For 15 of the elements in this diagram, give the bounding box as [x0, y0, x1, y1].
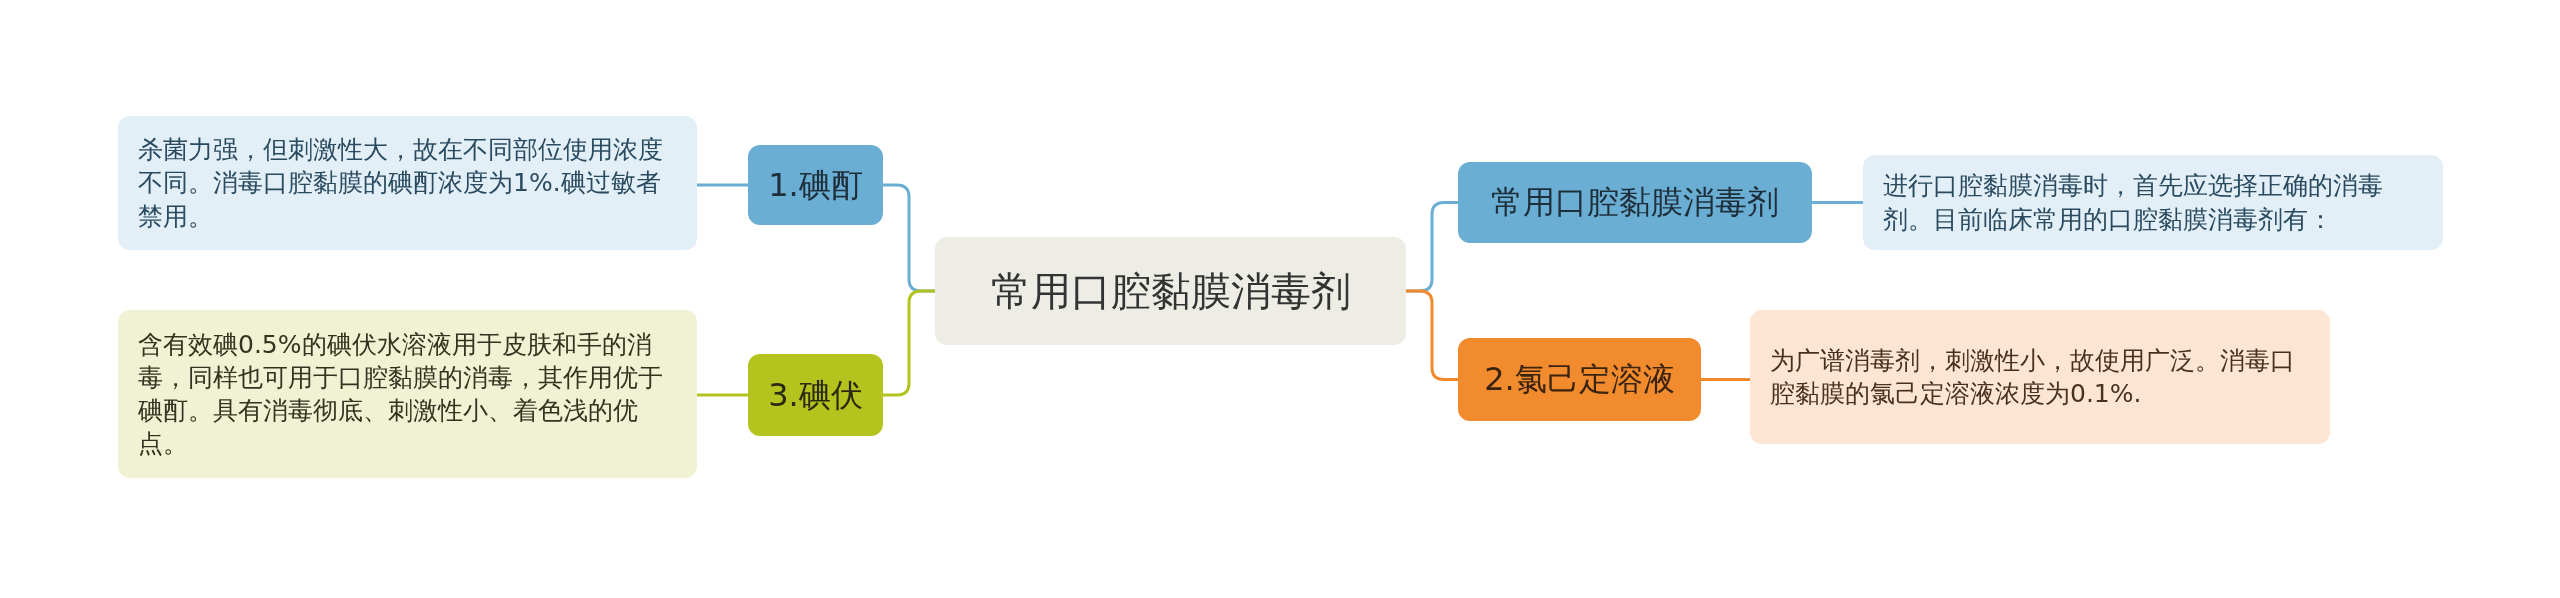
note-box: 为广谱消毒剂，刺激性小，故使用广泛。消毒口腔黏膜的氯己定溶液浓度为0.1%.: [1750, 310, 2330, 444]
connector-line: [1812, 201, 1863, 204]
connector-line: [1406, 289, 1458, 381]
connector-line: [697, 183, 748, 187]
connector-line: [697, 393, 748, 397]
note-box: 进行口腔黏膜消毒时，首先应选择正确的消毒剂。目前临床常用的口腔黏膜消毒剂有：: [1863, 155, 2443, 250]
connector-line: [883, 289, 935, 397]
central-topic-box: 常用口腔黏膜消毒剂: [935, 237, 1406, 345]
connector-line: [1701, 378, 1750, 381]
branch-topic-box: 3.碘伏: [748, 354, 883, 436]
branch-topic-box: 2.氯己定溶液: [1458, 338, 1701, 421]
branch-topic-box: 1.碘酊: [748, 145, 883, 225]
note-box: 含有效碘0.5%的碘伏水溶液用于皮肤和手的消毒，同样也可用于口腔黏膜的消毒，其作用优于碘酊。具有消毒彻底、刺激性小、着色浅的优点。: [118, 310, 697, 478]
note-box: 杀菌力强，但刺激性大，故在不同部位使用浓度不同。消毒口腔黏膜的碘酊浓度为1%.碘过敏者禁用。: [118, 116, 697, 250]
branch-topic-box: 常用口腔黏膜消毒剂: [1458, 162, 1812, 243]
